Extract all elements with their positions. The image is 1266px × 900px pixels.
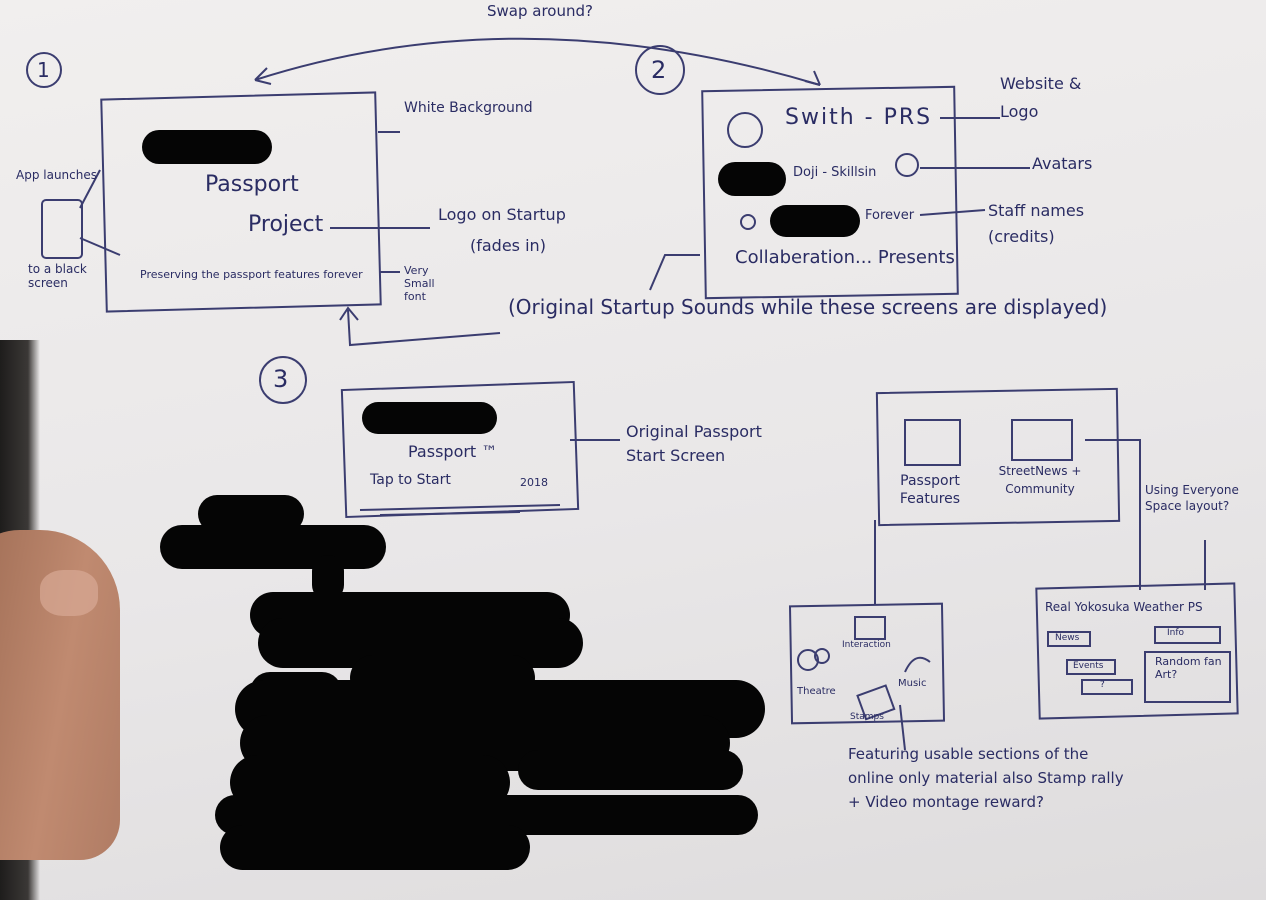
note-app: App launches (16, 168, 97, 182)
redaction (362, 402, 497, 434)
screen1-title-2: Project (248, 212, 324, 237)
redaction (518, 750, 743, 790)
redaction (142, 130, 272, 164)
note-everyone-space: Using Everyone Space layout? (1145, 483, 1239, 513)
redaction (160, 525, 386, 569)
community-fanart: Random fan Art? (1155, 655, 1222, 681)
step-2: 2 (651, 56, 667, 84)
feature-stamps: Stamps (850, 712, 884, 722)
menu-item-features: Passport Features (899, 473, 961, 507)
redaction (770, 205, 860, 237)
community-events: Events (1073, 661, 1104, 671)
redaction (718, 162, 786, 196)
screen2-line4: Collaberation... Presents (735, 247, 955, 268)
note-app2: to a black screen (28, 262, 87, 290)
note-fades: (fades in) (470, 236, 546, 255)
menu-item-community: StreetNews + Community (998, 464, 1082, 496)
note-website: Website & Logo (1000, 74, 1082, 121)
screen2-line3: Forever (865, 208, 915, 223)
screen3-title: Passport ™ (408, 442, 498, 461)
note-start-screen: Original Passport Start Screen (626, 422, 762, 465)
sounds-note: (Original Startup Sounds while these scr… (508, 295, 1108, 319)
community-q: ? (1100, 680, 1105, 690)
redaction (220, 825, 530, 870)
screen2-line2: Doji - Skillsin (793, 165, 877, 180)
feature-theatre: Theatre (797, 686, 836, 697)
bottom-note: Featuring usable sections of the online … (848, 745, 1124, 811)
screen1-title-1: Passport (205, 172, 299, 197)
step-3: 3 (273, 365, 289, 393)
step-1: 1 (37, 58, 50, 82)
note-avatars: Avatars (1032, 154, 1093, 173)
note-staff: Staff names (credits) (988, 201, 1085, 246)
screen2-line1: Swith - PRS (785, 105, 933, 130)
screen3-tap: Tap to Start (370, 472, 451, 488)
note-white-bg: White Background (404, 100, 533, 116)
note-logo: Logo on Startup (438, 205, 566, 224)
note-font: Very Small font (404, 264, 435, 303)
community-info: Info (1167, 628, 1185, 638)
community-title: Real Yokosuka Weather PS (1045, 600, 1203, 614)
features-frame (788, 602, 946, 725)
screen3-year: 2018 (520, 476, 548, 489)
feature-music: Music (898, 678, 927, 689)
feature-interaction: Interaction (842, 640, 891, 650)
thumbnail (40, 570, 98, 616)
community-news: News (1055, 633, 1080, 643)
screen1-footer: Preserving the passport features forever (140, 268, 363, 281)
swap-note: Swap around? (487, 2, 593, 20)
